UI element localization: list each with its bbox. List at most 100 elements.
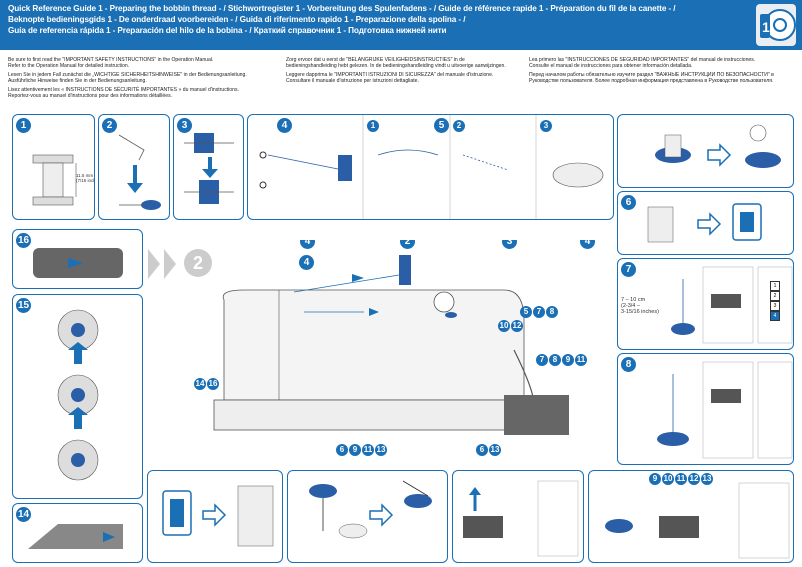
step-number: 7 <box>536 354 548 366</box>
panel-power-on <box>147 470 283 563</box>
step-number: 7 <box>621 262 636 277</box>
intro-text: bedieningshandleiding hebt gelezen. In d… <box>286 63 506 70</box>
step-number: 12 <box>688 473 700 485</box>
press-pedal-illustration <box>463 480 579 557</box>
step-number: 8 <box>621 357 636 372</box>
callout-group-6-9-11-13: 6 9 11 13 <box>336 444 387 456</box>
step-number: 11 <box>362 444 374 456</box>
panel-remove-bobbin <box>287 470 448 563</box>
guide-2-badge-icon: 2 <box>184 249 212 277</box>
bobbin-cover-illustration <box>33 248 123 278</box>
step-number: 13 <box>701 473 713 485</box>
remove-cover-illustration <box>28 524 123 549</box>
intro-column-3: Lea primero las "INSTRUCCIONES DE SEGURI… <box>529 57 799 87</box>
step-number: 13 <box>375 444 387 456</box>
remove-bobbin-illustration <box>309 480 432 539</box>
step-number: 12 <box>511 320 523 332</box>
bobbin-height-label: 11.5 mm (7/16 inch) <box>76 173 94 183</box>
speed-dial-label: 1 <box>770 281 780 291</box>
intro-text: Consulte el manual de instrucciones para… <box>529 63 693 70</box>
panel-step-1: 1 11.5 mm (7/16 inch) <box>12 114 95 220</box>
callout-group-14-16: 14 16 <box>194 378 219 390</box>
step-number: 16 <box>16 233 31 248</box>
step-number: 8 <box>546 306 558 318</box>
panel-step-7: 7 7 – 10 cm (2-3/4 – 3-15/16 inches) 1 2… <box>617 258 794 350</box>
title-line-2: Beknopte bedieningsgids 1 - De onderdraa… <box>8 15 466 24</box>
panel-step-8: 8 <box>617 353 794 465</box>
step-number: 9 <box>649 473 661 485</box>
bobbin-case-illustration <box>57 309 99 481</box>
callout-step-4b: 4 <box>580 240 595 249</box>
intro-text: Lisez attentivement les « INSTRUCTIONS D… <box>8 86 239 93</box>
callout-group-6-13: 6 13 <box>476 444 501 456</box>
step-number: 10 <box>662 473 674 485</box>
switch-on-illustration <box>162 485 274 547</box>
intro-text: Zorg ervoor dat u eerst de "BELANGRIJKE … <box>286 57 465 63</box>
panel-step-9-13: 9 10 11 12 13 <box>588 470 794 563</box>
thread-tail-illustration <box>671 266 793 344</box>
intro-text: Be sure to first read the "IMPORTANT SAF… <box>8 57 214 63</box>
spool-illustration <box>184 133 234 204</box>
panel-step-14: 14 <box>12 503 143 563</box>
step-number: 5 <box>520 306 532 318</box>
sub-marker: 3 <box>540 120 552 132</box>
release-pedal-illustration <box>605 482 790 559</box>
sub-marker: 2 <box>453 120 465 132</box>
panel-step-6: 6 <box>617 191 794 255</box>
intro-column-2: Zorg ervoor dat u eerst de "BELANGRIJKE … <box>286 57 526 87</box>
cut-thread-illustration <box>657 361 793 459</box>
step-number: 13 <box>489 444 501 456</box>
header-bar: Quick Reference Guide 1 - Preparing the … <box>0 0 802 50</box>
step-number: 16 <box>207 378 219 390</box>
title-line-3: Guía de referencia rápida 1 - Preparació… <box>8 26 447 35</box>
step-number: 14 <box>194 378 206 390</box>
step-number: 5 <box>434 118 449 133</box>
bobbin-on-spindle-illustration <box>655 124 781 168</box>
intro-text: Reportez-vous au manuel d'instructions p… <box>8 93 173 100</box>
step-badges: 9 10 11 12 13 <box>649 473 713 485</box>
step-number: 9 <box>349 444 361 456</box>
callout-step-3: 3 <box>502 240 517 249</box>
step-number: 7 <box>533 306 545 318</box>
step-number: 1 <box>16 118 31 133</box>
bobbin-winder-illustration <box>118 134 161 210</box>
sewing-machine-illustration <box>213 255 569 435</box>
bobbin-illustration <box>32 154 77 206</box>
step-number: 6 <box>476 444 488 456</box>
intro-text: Перед началом работы обязательно изучите… <box>529 71 774 78</box>
intro-text: Руководстве пользователя. Более подробна… <box>529 78 774 85</box>
speed-dial-label: 3 <box>770 301 780 311</box>
step-number: 9 <box>562 354 574 366</box>
step-number: 8 <box>549 354 561 366</box>
step-number: 6 <box>336 444 348 456</box>
continue-chevrons-icon <box>148 249 176 279</box>
panel-step-2: 2 <box>98 114 170 220</box>
thread-length-label: 7 – 10 cm (2-3/4 – 3-15/16 inches) <box>621 297 659 315</box>
step-number: 3 <box>177 118 192 133</box>
callout-step-4c: 4 <box>299 255 314 270</box>
panel-step-15: 15 <box>12 294 143 499</box>
step-number: 11 <box>575 354 587 366</box>
speed-dial-label: 2 <box>770 291 780 301</box>
power-switch-illustration <box>647 203 762 243</box>
intro-text: Leggere dapprima le "IMPORTANTI ISTRUZIO… <box>286 71 494 78</box>
speed-dial-label: 4 <box>770 311 780 321</box>
step-number: 14 <box>16 507 31 522</box>
panel-step-16: 16 <box>12 229 143 289</box>
step-number: 4 <box>277 118 292 133</box>
intro-column-1: Be sure to first read the "IMPORTANT SAF… <box>8 57 288 101</box>
sub-marker: 1 <box>367 120 379 132</box>
panel-press-pedal <box>452 470 584 563</box>
step-number: 2 <box>102 118 117 133</box>
callout-group-10-12: 10 12 <box>498 320 523 332</box>
callout-group-7-8-9-11: 7 8 9 11 <box>536 354 587 366</box>
guide-1-logo-icon: 1 <box>756 4 796 46</box>
svg-text:1: 1 <box>762 19 770 35</box>
panel-step-3: 3 <box>173 114 244 220</box>
thread-guide-illustrations <box>259 115 604 219</box>
title-line-1: Quick Reference Guide 1 - Preparing the … <box>8 4 676 13</box>
intro-text: Consultare il manuale d'istruzione per i… <box>286 78 419 85</box>
step-number: 10 <box>498 320 510 332</box>
intro-text: Refer to the Operation Manual for detail… <box>8 63 130 70</box>
intro-text: Lesen Sie in jedem Fall zunächst die „WI… <box>8 71 247 78</box>
